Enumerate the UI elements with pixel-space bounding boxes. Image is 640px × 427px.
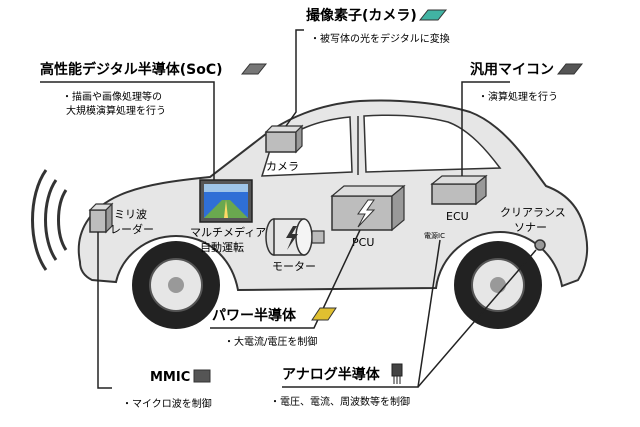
radar-module-icon	[88, 202, 114, 234]
multimedia-label-line1: マルチメディア	[190, 225, 266, 239]
analog-title: アナログ半導体	[282, 366, 381, 383]
ecu-label: ECU	[446, 210, 469, 223]
pcu-label: PCU	[352, 236, 374, 249]
power-title: パワー半導体	[212, 307, 297, 324]
mcu-title: 汎用マイコン	[470, 61, 554, 78]
power-ic-small-label: 電源IC	[424, 231, 445, 240]
mmic-chip-icon	[193, 369, 211, 383]
leader-lines	[40, 29, 537, 389]
soc-desc-line1: ・描画や画像処理等の	[62, 90, 162, 103]
mmic-desc: ・マイクロ波を制御	[122, 397, 212, 410]
power-chip-icon	[311, 307, 337, 321]
rear-wheel	[454, 241, 542, 329]
multimedia-label-line2: 自動運転	[200, 240, 244, 254]
camera-sensor-title: 撮像素子(カメラ)	[306, 7, 417, 24]
mcu-desc: ・演算処理を行う	[478, 90, 558, 103]
motor-icon	[265, 218, 325, 256]
sonar-label-line1: クリアランス	[500, 206, 566, 219]
analog-desc: ・電圧、電流、周波数等を制御	[270, 395, 410, 408]
ecu-box-icon	[430, 174, 488, 206]
rear-window	[363, 114, 502, 173]
soc-title: 高性能デジタル半導体(SoC)	[40, 61, 223, 78]
camera-module-icon	[264, 124, 304, 154]
sonar-label-line2: ソナー	[514, 221, 547, 234]
front-wheel	[132, 241, 220, 329]
radar-waves-icon	[31, 169, 68, 271]
soc-chip-icon	[240, 63, 268, 75]
power-desc: ・大電流/電圧を制御	[224, 335, 317, 348]
analog-transistor-icon	[391, 363, 403, 384]
motor-label: モーター	[272, 260, 316, 273]
mmic-title: MMIC	[150, 370, 190, 385]
pcu-box-icon	[330, 184, 406, 232]
soc-desc-line2: 大規模演算処理を行う	[66, 104, 166, 117]
camera-sensor-desc: ・被写体の光をデジタルに変換	[310, 32, 450, 45]
camera-label: カメラ	[266, 160, 299, 173]
multimedia-screen-icon	[199, 179, 253, 223]
sonar-sensor-icon	[534, 239, 546, 251]
mcu-chip-icon	[556, 63, 584, 75]
radar-label-line2: レーダー	[110, 222, 154, 236]
radar-label-line1: ミリ波	[114, 208, 147, 221]
image-sensor-chip-icon	[418, 9, 448, 21]
